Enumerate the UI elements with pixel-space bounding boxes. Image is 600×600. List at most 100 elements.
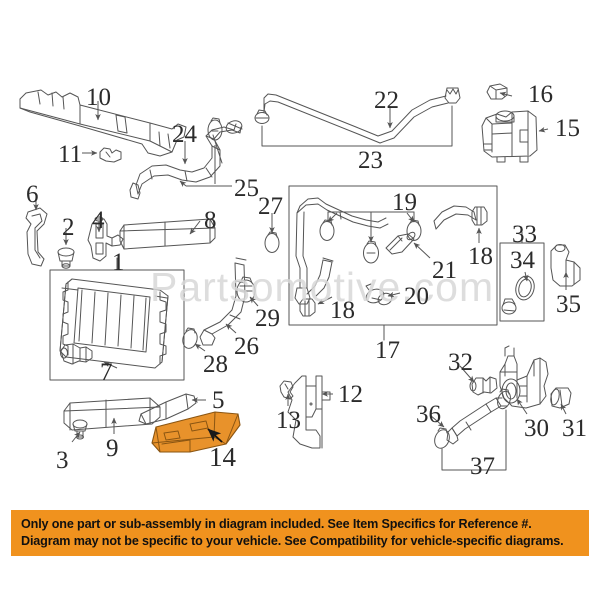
leader-7 [103,361,118,369]
callout-33: 33 [512,221,537,248]
leader-16 [499,91,513,98]
callout-14: 14 [209,442,236,472]
part-23-leader-bracket [261,105,453,147]
part-11-clip [99,147,122,163]
leader-19-left [327,212,338,223]
leader-32 [459,365,475,383]
callout-26: 26 [234,333,259,360]
callout-36: 36 [416,401,441,428]
part-21-connector [385,231,416,255]
part-12-baffle [287,375,331,449]
part-37-clamp-left [434,427,450,449]
callout-32: 32 [448,349,473,376]
part-5-bracket [138,393,197,425]
part-1-radiator [59,278,169,369]
part-22-overflow-hose [263,93,449,144]
part-22-clamp-right [444,87,461,104]
callout-17: 17 [375,337,400,364]
part-9-lower-deflector [63,397,161,431]
callout-30: 30 [524,415,549,442]
part-2-grommet [57,247,75,269]
callout-18-right: 18 [468,243,493,270]
callout-22: 22 [374,87,399,114]
part-34-seal [515,275,535,301]
callout-11: 11 [58,141,83,168]
part-32-bolt [469,376,498,396]
part-7-drain-plug [60,343,93,365]
callout-12: 12 [338,381,363,408]
part-29-clamp [236,276,256,303]
leader-8 [189,220,201,235]
part-8-air-deflector [119,218,216,250]
group-box-17 [288,185,498,326]
callout-37: 37 [470,453,495,480]
leader-34 [522,271,529,282]
leader-28 [194,343,206,352]
callout-23: 23 [358,147,383,174]
callout-1: 1 [112,249,125,276]
part-22-clamp-left [254,109,270,124]
part-37-clamp-right [497,388,511,410]
callout-7: 7 [100,359,113,386]
callout-28: 28 [203,351,228,378]
callout-34: 34 [510,247,535,274]
part-31-bushing [550,387,572,409]
disclaimer-banner: Only one part or sub-assembly in diagram… [11,510,589,557]
callout-35: 35 [556,291,581,318]
part-18a-retainer [299,298,316,317]
part-19-clamp-center [363,240,379,264]
callout-10: 10 [86,84,111,111]
part-28-clamp [182,327,198,349]
leader-3 [71,431,81,443]
part-26-lower-hose [199,257,247,346]
callout-31: 31 [562,415,587,442]
callout-8: 8 [204,207,217,234]
leader-36 [429,414,445,428]
callout-13: 13 [276,407,301,434]
diagram-canvas: Partsomotive.com 1 2 3 4 5 6 7 8 9 10 11… [19,82,587,480]
leader-31 [560,403,567,415]
part-4-sensor [87,216,124,262]
disclaimer-line-1: Only one part or sub-assembly in diagram… [21,517,532,531]
part-13-clip [279,380,294,400]
disclaimer-line-2: Diagram may not be specific to your vehi… [21,533,564,548]
leader-19-right [406,212,415,223]
leader-18a [317,296,333,305]
callout-27: 27 [258,193,283,220]
callout-4: 4 [92,207,105,234]
part-16-cap [486,83,508,100]
leader-29 [249,296,259,307]
part-18b-retainer [471,206,488,226]
part-19-clamp-left [319,219,335,241]
part-17-heater-hoses [294,197,477,305]
leader-20 [387,291,401,298]
part-27-clamp [264,231,280,253]
part-25-clamp [207,117,223,141]
callout-2: 2 [62,214,75,241]
callout-24: 24 [172,121,197,148]
leader-15 [538,126,549,133]
part-6-bracket [25,207,48,267]
part-30-outlet-housing [499,345,549,409]
part-15-reservoir [481,110,538,163]
callout-15: 15 [555,115,580,142]
callout-20: 20 [404,283,429,310]
callout-21: 21 [432,257,457,284]
leader-14-highlight [207,428,223,443]
part-37-leader-bracket [441,409,507,471]
callout-9: 9 [106,435,119,462]
callout-5: 5 [212,387,225,414]
leader-25-arrow [179,180,187,187]
callout-3: 3 [56,447,69,474]
diagram-linework [19,83,581,471]
part-20-clamps [365,283,393,306]
callout-6: 6 [26,181,39,208]
leader-21 [413,242,431,259]
leader-26 [225,323,237,334]
part-10-upper-tie-bar [19,89,187,157]
callout-18-left: 18 [330,297,355,324]
part-33-fitting [501,298,517,315]
callout-25: 25 [234,175,259,202]
callout-29: 29 [255,305,280,332]
